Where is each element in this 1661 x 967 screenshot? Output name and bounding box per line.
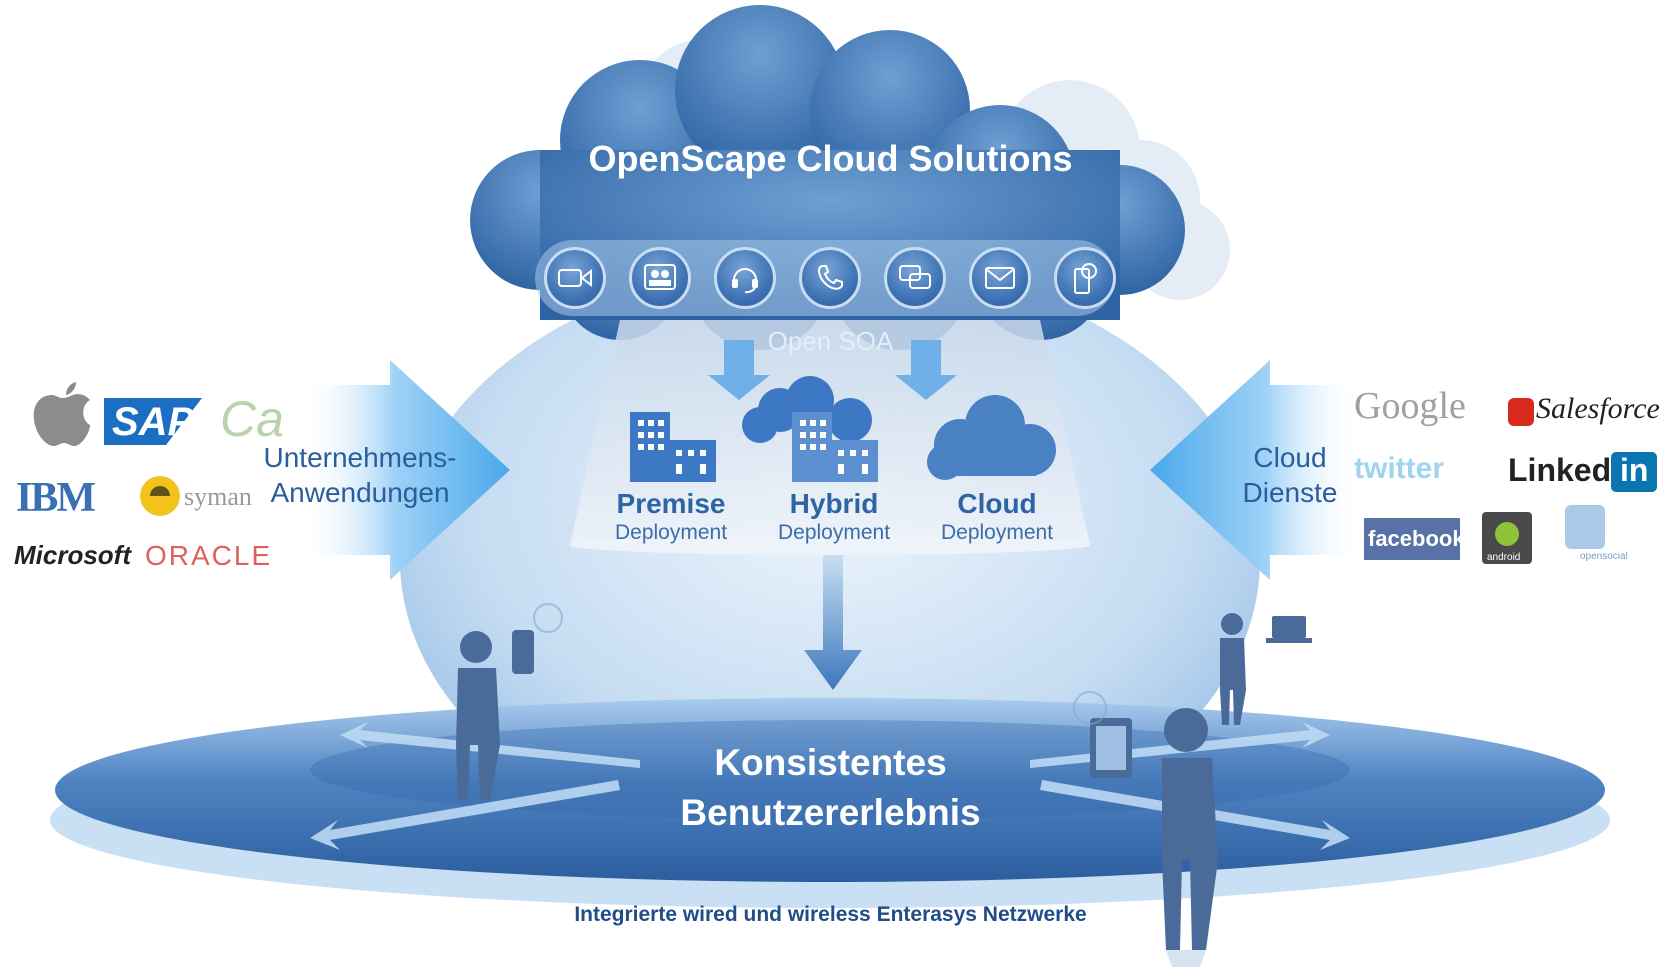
apple-logo xyxy=(33,382,90,446)
headset-icon xyxy=(714,247,776,309)
ibm-logo: IBM xyxy=(16,475,96,521)
cloud-services-label: Cloud Dienste xyxy=(1220,440,1360,510)
left-input-arrow xyxy=(300,360,510,580)
conference-icon xyxy=(629,247,691,309)
enterprise-apps-line1: Unternehmens- xyxy=(263,442,457,473)
experience-line2: Benutzererlebnis xyxy=(680,792,981,833)
ca-logo: Ca xyxy=(220,391,284,447)
hybrid-cloud-shape xyxy=(742,376,872,443)
right-input-arrow xyxy=(1150,360,1361,580)
linkedin-in-box xyxy=(1611,452,1657,492)
mobile-icon xyxy=(1054,247,1116,309)
deployment-title: Premise xyxy=(616,488,726,519)
deployment-title: Hybrid xyxy=(789,488,879,519)
person-right-laptop xyxy=(1220,613,1312,725)
linkedin-in-logo: in xyxy=(1620,452,1649,488)
deployment-premise: Premise Deployment xyxy=(591,488,751,546)
salesforce-logo: Salesforce xyxy=(1536,392,1660,425)
cloud-services-line1: Cloud xyxy=(1253,442,1327,473)
deployment-subtitle: Deployment xyxy=(777,521,891,544)
deployment-cloud: Cloud Deployment xyxy=(917,488,1077,546)
soa-arrow-left xyxy=(708,340,770,400)
opensocial-logo-shape xyxy=(1565,505,1605,549)
funnel-base xyxy=(570,535,1090,555)
enterprise-apps-label: Unternehmens- Anwendungen xyxy=(250,440,470,510)
experience-label: Konsistentes Benutzererlebnis xyxy=(0,738,1661,838)
cloud-deployment-shape xyxy=(927,395,1056,480)
network-label: Integrierte wired und wireless Enterasys… xyxy=(574,903,1087,926)
sap-logo: SAP xyxy=(112,400,195,444)
salesforce-s-box xyxy=(1508,398,1534,426)
oracle-logo: ORACLE xyxy=(145,540,273,571)
android-logo: android xyxy=(1487,552,1521,563)
facebook-logo: facebook xyxy=(1368,526,1465,551)
cloud-services-line2: Dienste xyxy=(1242,477,1338,508)
opensocial-logo: opensocial xyxy=(1580,551,1628,562)
symantec-logo: syman xyxy=(184,482,252,511)
deployment-subtitle: Deployment xyxy=(940,521,1054,544)
cloud-title: OpenScape Cloud Solutions xyxy=(588,138,1073,179)
video-icon xyxy=(544,247,606,309)
chat-icon xyxy=(884,247,946,309)
central-down-arrow xyxy=(804,555,862,690)
facebook-logo-shape xyxy=(1364,518,1460,560)
mail-icon xyxy=(969,247,1031,309)
soa-label: Open SOA xyxy=(767,326,894,356)
google-logo: Google xyxy=(1354,385,1466,427)
soa-arrow-right xyxy=(895,340,957,400)
person-front-reflection xyxy=(1166,950,1206,967)
twitter-logo: twitter xyxy=(1354,452,1444,485)
deployment-subtitle: Deployment xyxy=(614,521,728,544)
enterprise-apps-line2: Anwendungen xyxy=(270,477,450,508)
experience-line1: Konsistentes xyxy=(714,742,947,783)
microsoft-logo: Microsoft xyxy=(14,540,131,570)
person-left-phone xyxy=(456,630,534,800)
phone-icon xyxy=(799,247,861,309)
linkedin-logo: Linked xyxy=(1508,452,1612,488)
sap-logo-shape xyxy=(104,398,202,445)
deployment-title: Cloud xyxy=(957,488,1037,519)
deployment-hybrid: Hybrid Deployment xyxy=(754,488,914,546)
